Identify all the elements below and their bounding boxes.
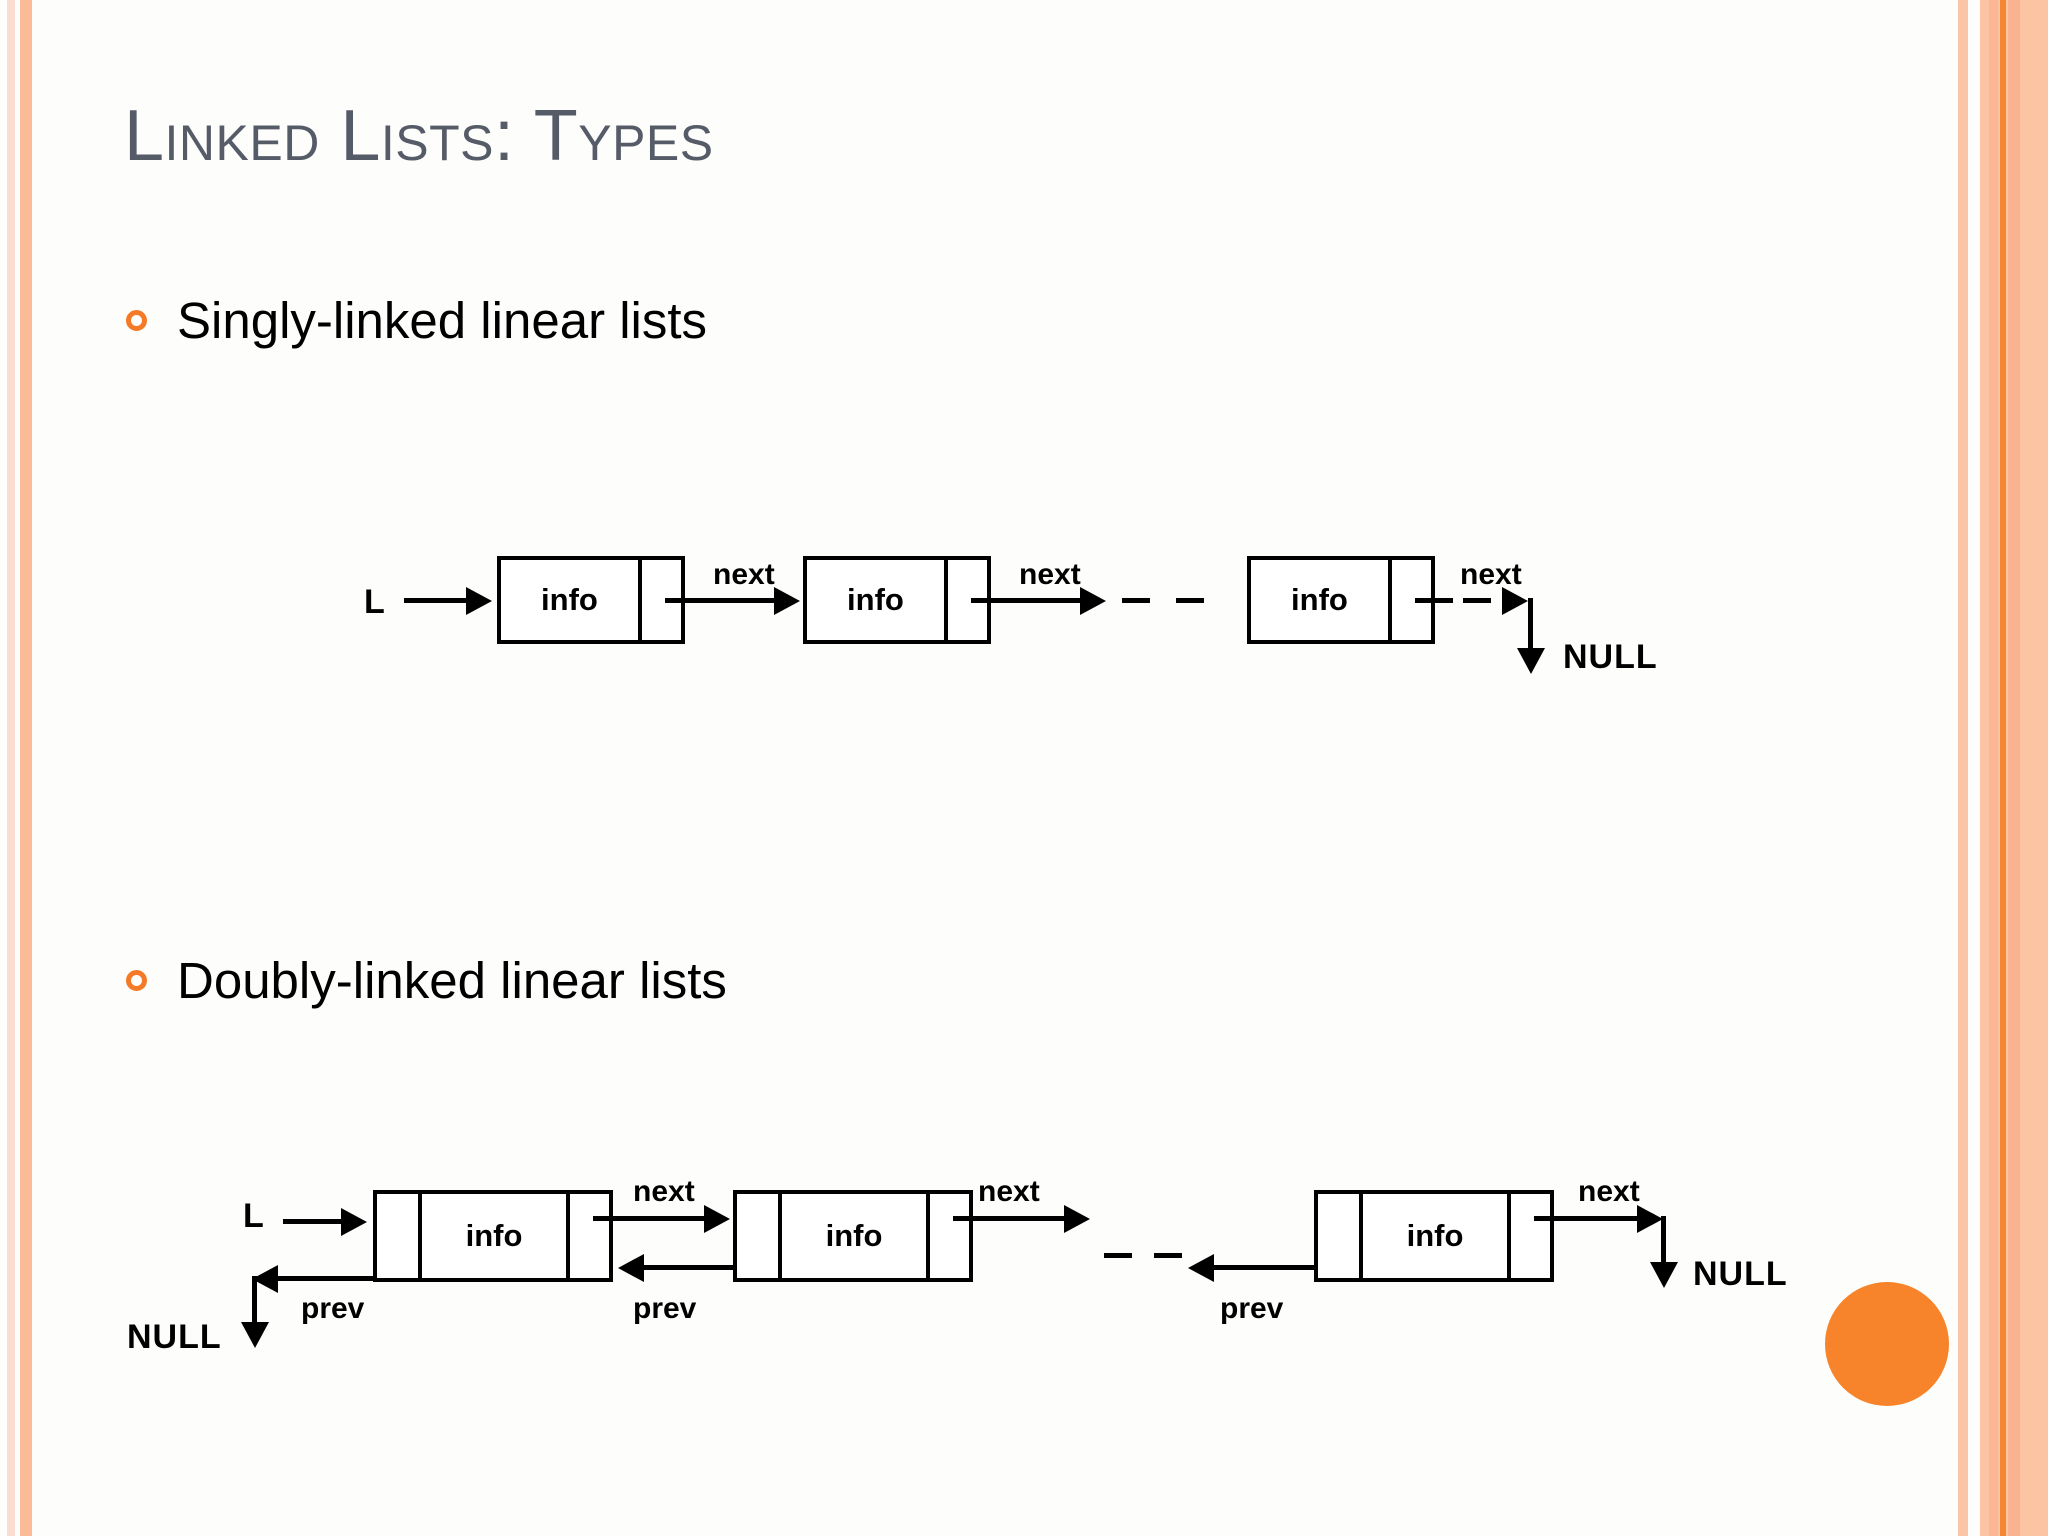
doubly-head-null-line: [278, 1276, 373, 1281]
doubly-node-1-info: info: [418, 1194, 565, 1278]
doubly-node-3-prev-arrowhead: [1188, 1254, 1214, 1282]
singly-null-drop-line: [1528, 598, 1533, 654]
right-stripe-thin: [1958, 0, 1968, 1536]
doubly-node-2-next-arrowhead: [1064, 1205, 1090, 1233]
doubly-ellipsis-dash-2: [1154, 1253, 1182, 1258]
singly-node-2: info: [803, 556, 991, 644]
singly-node-3-next-cell: [1387, 560, 1431, 640]
doubly-node-1-next-cell: [565, 1194, 609, 1278]
doubly-node-2-next-line: [953, 1216, 1066, 1221]
doubly-prev-label-2: prev: [633, 1292, 697, 1325]
doubly-node-1-next-arrowhead: [704, 1205, 730, 1233]
doubly-node-1-next-line: [593, 1216, 706, 1221]
doubly-head-null-label: NULL: [127, 1318, 222, 1356]
doubly-tail-null-drop: [1661, 1216, 1666, 1268]
doubly-node-3-prev-line: [1214, 1265, 1322, 1270]
right-stripe-inner: [2008, 0, 2020, 1536]
singly-head-arrowhead: [466, 587, 492, 615]
bullet-label-singly: Singly-linked linear lists: [177, 292, 708, 349]
bullet-ring-icon: [126, 310, 147, 331]
singly-next-label-3: next: [1460, 558, 1522, 591]
singly-node-1-next-line: [665, 598, 776, 603]
doubly-prev-label-1: prev: [301, 1292, 365, 1325]
doubly-node-2-prev-cell: [737, 1194, 778, 1278]
doubly-node-2-info: info: [778, 1194, 925, 1278]
singly-node-2-next-cell: [943, 560, 987, 640]
singly-node-1-next-cell: [637, 560, 681, 640]
left-stripe-peach: [20, 0, 32, 1536]
doubly-head-line: [283, 1219, 343, 1224]
singly-head-line: [404, 598, 468, 603]
singly-next-label-1: next: [713, 558, 775, 591]
singly-node-3-next-stub: [1415, 598, 1453, 603]
doubly-node-3-prev-cell: [1318, 1194, 1359, 1278]
doubly-node-3: info: [1314, 1190, 1554, 1282]
doubly-next-label-3: next: [1578, 1175, 1640, 1208]
doubly-head-label: L: [243, 1197, 265, 1235]
doubly-node-2-prev-line: [644, 1265, 740, 1270]
doubly-next-label-2: next: [978, 1175, 1040, 1208]
singly-node-1-next-arrowhead: [774, 587, 800, 615]
singly-head-label: L: [364, 583, 386, 621]
singly-node-1: info: [497, 556, 685, 644]
singly-next-label-2: next: [1019, 558, 1081, 591]
decorative-circle: [1825, 1282, 1949, 1406]
doubly-head-arrowhead: [341, 1208, 367, 1236]
singly-node-2-next-line: [971, 598, 1082, 603]
singly-node-3-info: info: [1291, 582, 1348, 617]
singly-null-label: NULL: [1563, 638, 1658, 676]
right-stripe-mid: [1989, 0, 1998, 1536]
bullet-label-doubly: Doubly-linked linear lists: [177, 952, 727, 1009]
doubly-head-null-down-arrowhead: [241, 1322, 269, 1348]
bullet-item-doubly: Doubly-linked linear lists: [126, 955, 727, 1006]
doubly-next-label-1: next: [633, 1175, 695, 1208]
singly-node-3-next-dash: [1463, 598, 1491, 603]
bullet-item-singly: Singly-linked linear lists: [126, 295, 707, 346]
singly-ellipsis-dash-2: [1176, 598, 1204, 603]
left-stripe-light: [7, 0, 15, 1536]
doubly-node-2-prev-arrowhead: [618, 1254, 644, 1282]
singly-node-2-next-arrowhead: [1080, 587, 1106, 615]
doubly-node-1-prev-cell: [377, 1194, 418, 1278]
singly-ellipsis-dash-1: [1122, 598, 1150, 603]
doubly-node-2: info: [733, 1190, 973, 1282]
doubly-node-3-next-arrowhead: [1637, 1205, 1663, 1233]
doubly-prev-label-3: prev: [1220, 1292, 1284, 1325]
doubly-node-1: info: [373, 1190, 613, 1282]
doubly-node-2-next-cell: [925, 1194, 969, 1278]
doubly-head-null-drop: [252, 1276, 257, 1328]
doubly-tail-null-arrowhead: [1650, 1262, 1678, 1288]
singly-node-3-next-arrowhead: [1502, 587, 1528, 615]
page-title: Linked Lists: Types: [124, 96, 714, 176]
singly-node-1-info: info: [541, 582, 598, 617]
doubly-tail-null-label: NULL: [1693, 1255, 1788, 1293]
right-stripe-accent: [2000, 0, 2006, 1536]
singly-node-2-info: info: [847, 582, 904, 617]
doubly-node-3-info: info: [1359, 1194, 1506, 1278]
doubly-ellipsis-dash-1: [1104, 1253, 1132, 1258]
doubly-node-3-next-line: [1534, 1216, 1639, 1221]
bullet-ring-icon-2: [126, 970, 147, 991]
singly-null-arrowhead: [1517, 648, 1545, 674]
doubly-node-3-next-cell: [1506, 1194, 1550, 1278]
